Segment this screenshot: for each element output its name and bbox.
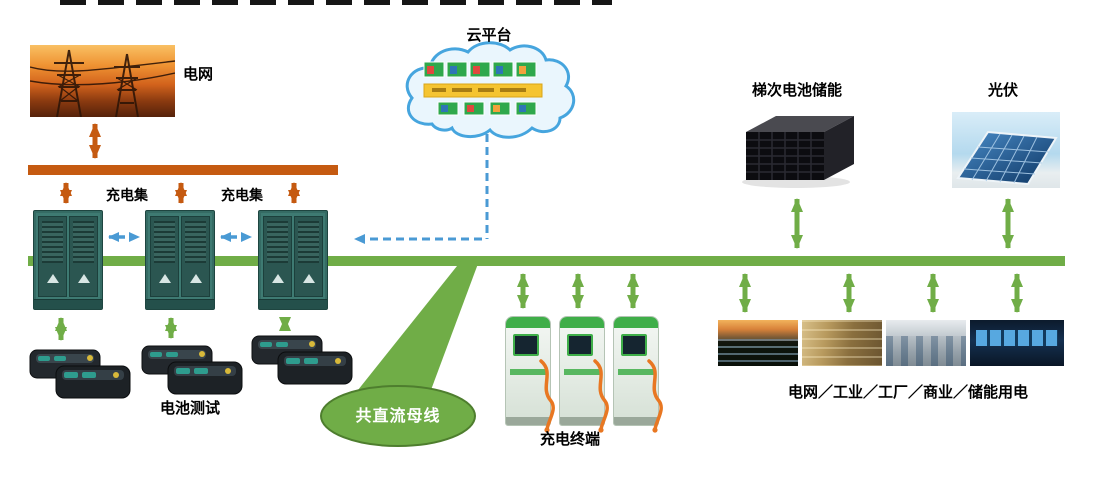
charger-base bbox=[506, 417, 550, 425]
cabinet-door bbox=[294, 216, 323, 297]
cloud-server-icons-row2 bbox=[437, 101, 537, 116]
cloud-banner bbox=[423, 83, 543, 98]
battery-storage-photo bbox=[736, 106, 862, 188]
battery-pack-group-3 bbox=[250, 328, 355, 388]
charging-cluster-label-2: 充电集 bbox=[221, 187, 263, 203]
charging-terminal-label: 充电终端 bbox=[539, 431, 601, 448]
charger-base bbox=[614, 417, 658, 425]
charging-cable-icon bbox=[647, 359, 663, 433]
cloud-platform-icon bbox=[405, 41, 576, 139]
ac-flow-arrows bbox=[60, 123, 300, 204]
load-photo-industry bbox=[802, 320, 882, 366]
charging-cable-icon bbox=[539, 359, 555, 433]
charging-cable-icon bbox=[593, 359, 609, 433]
cabinet-base bbox=[146, 299, 214, 309]
dc-bus-label: 共直流母线 bbox=[355, 408, 441, 425]
power-grid-photo bbox=[29, 45, 176, 118]
dc-bus-bar bbox=[28, 256, 1065, 266]
load-photo-solar-farm bbox=[718, 320, 798, 366]
cabinet-door bbox=[263, 216, 292, 297]
charger-stripe bbox=[510, 369, 546, 375]
charger-stripe bbox=[618, 369, 654, 375]
ev-charger-1 bbox=[505, 316, 555, 433]
pylon-silhouettes-icon bbox=[29, 49, 176, 118]
cabinet-base bbox=[259, 299, 327, 309]
charging-converter-cabinet-3 bbox=[258, 210, 328, 310]
charger-screen bbox=[513, 334, 539, 356]
battery-storage-label: 梯次电池储能 bbox=[751, 82, 843, 99]
comm-link-arrows bbox=[108, 134, 489, 244]
dc-flow-arrows bbox=[55, 198, 1023, 341]
cabinet-door bbox=[38, 216, 67, 297]
charger-top-cap bbox=[506, 317, 550, 328]
charger-screen bbox=[567, 334, 593, 356]
solar-pv-photo bbox=[952, 112, 1060, 188]
battery-pack-group-2 bbox=[140, 338, 245, 398]
load-photo-factory bbox=[886, 320, 966, 366]
charger-base bbox=[560, 417, 604, 425]
cabinet-door bbox=[69, 216, 98, 297]
charger-stripe bbox=[564, 369, 600, 375]
cropped-text-fragments bbox=[60, 0, 612, 5]
charger-screen bbox=[621, 334, 647, 356]
charging-converter-cabinet-2 bbox=[145, 210, 215, 310]
charger-top-cap bbox=[614, 317, 658, 328]
ev-charger-2 bbox=[559, 316, 609, 433]
loads-label: 电网／工业／工厂／商业／储能用电 bbox=[787, 384, 1029, 401]
load-photo-control-room bbox=[970, 320, 1064, 366]
dc-bus-callout-wedge bbox=[342, 261, 479, 410]
cabinet-base bbox=[34, 299, 102, 309]
pv-label: 光伏 bbox=[987, 82, 1019, 99]
cabinet-door bbox=[150, 216, 179, 297]
cloud-server-icons bbox=[423, 61, 537, 78]
cloud-platform-label: 云平台 bbox=[466, 27, 512, 44]
power-grid-label: 电网 bbox=[183, 66, 214, 83]
charging-cluster-label-1: 充电集 bbox=[106, 187, 148, 203]
cabinet-door bbox=[181, 216, 210, 297]
ac-bus-bar bbox=[28, 165, 338, 175]
battery-test-label: 电池测试 bbox=[159, 400, 221, 417]
charging-converter-cabinet-1 bbox=[33, 210, 103, 310]
dc-bus-label-ellipse bbox=[320, 385, 476, 447]
ev-charger-3 bbox=[613, 316, 663, 433]
charger-top-cap bbox=[560, 317, 604, 328]
battery-pack-group-1 bbox=[28, 342, 133, 402]
